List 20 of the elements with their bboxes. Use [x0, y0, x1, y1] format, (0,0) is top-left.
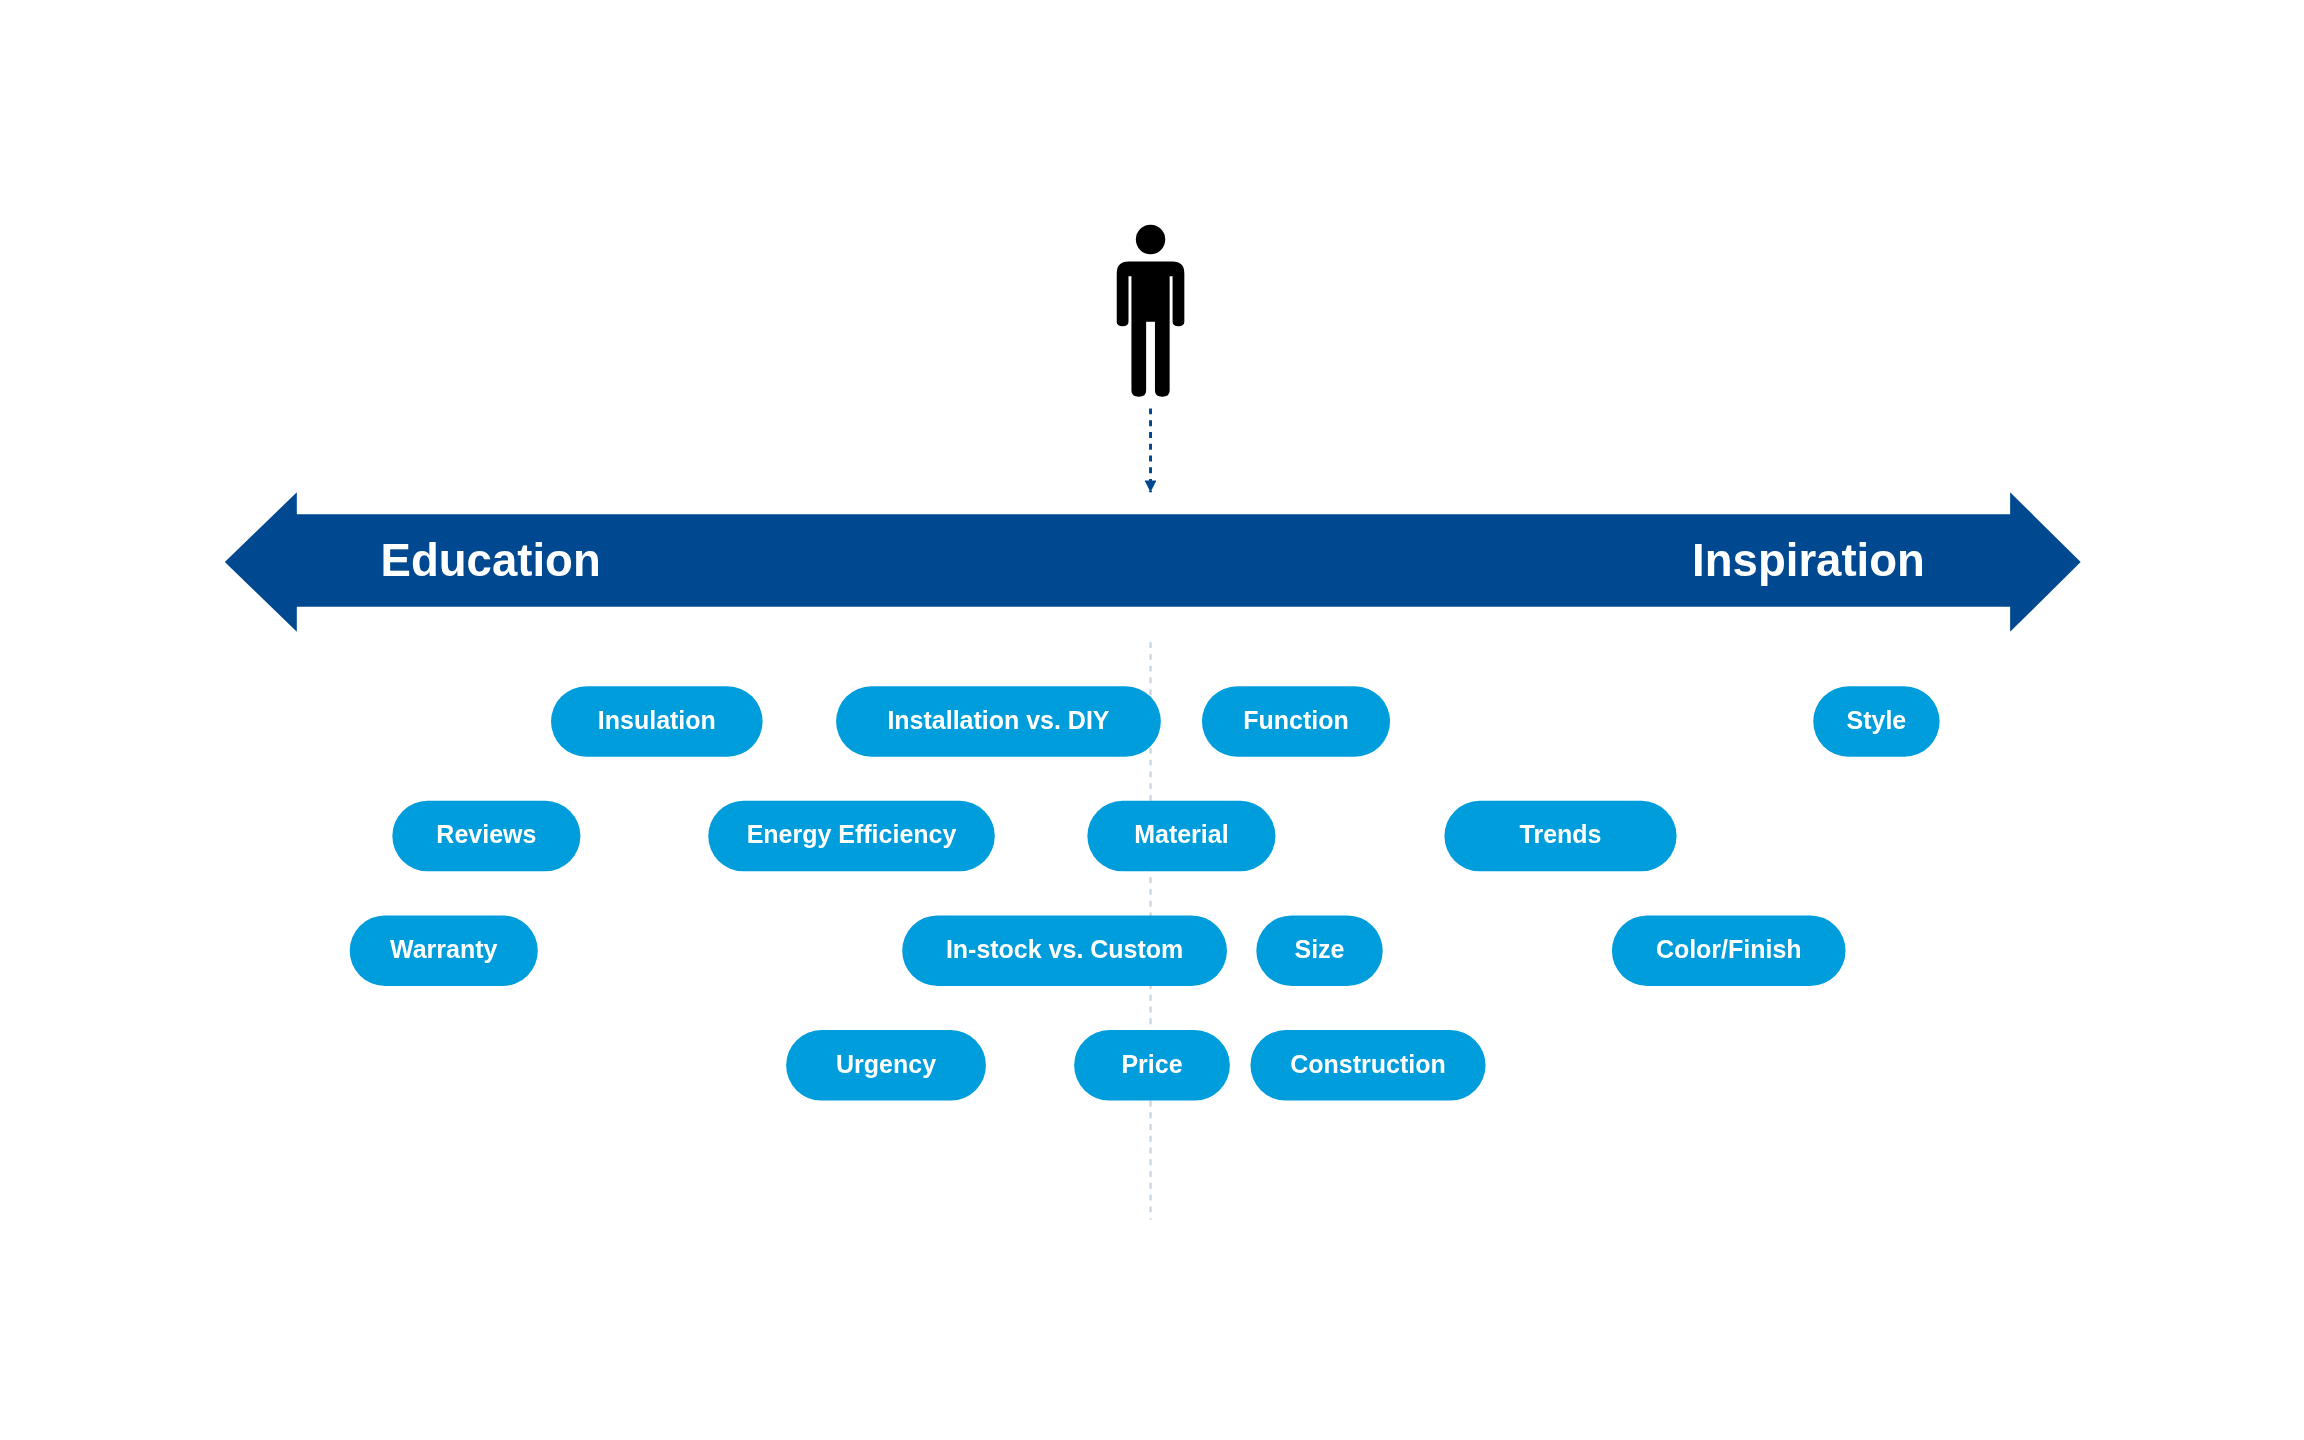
pill-label: Size: [1294, 936, 1345, 966]
dashed-arrow: [1144, 408, 1157, 493]
pill-label: Trends: [1519, 821, 1602, 851]
pill-label: Installation vs. DIY: [887, 706, 1110, 737]
pill-label: Construction: [1290, 1050, 1446, 1080]
axis-end-label: Inspiration: [1692, 534, 1925, 588]
pill-label: Price: [1121, 1050, 1183, 1080]
pill-label: Reviews: [436, 821, 537, 851]
axis-end-label: Education: [380, 534, 601, 588]
pill-label: Warranty: [390, 936, 498, 966]
pill-label: Insulation: [597, 706, 716, 737]
double-headed-band-arrow: [224, 492, 2081, 632]
pill-label: Urgency: [836, 1050, 937, 1080]
pill-label: Function: [1243, 706, 1349, 737]
pill-label: Color/Finish: [1655, 936, 1802, 966]
pill-label: Style: [1846, 706, 1907, 737]
person-icon: [1116, 224, 1185, 397]
pill-label: Material: [1134, 821, 1229, 851]
pill-label: In-stock vs. Custom: [945, 936, 1184, 966]
pill-label: Energy Efficiency: [746, 821, 957, 851]
